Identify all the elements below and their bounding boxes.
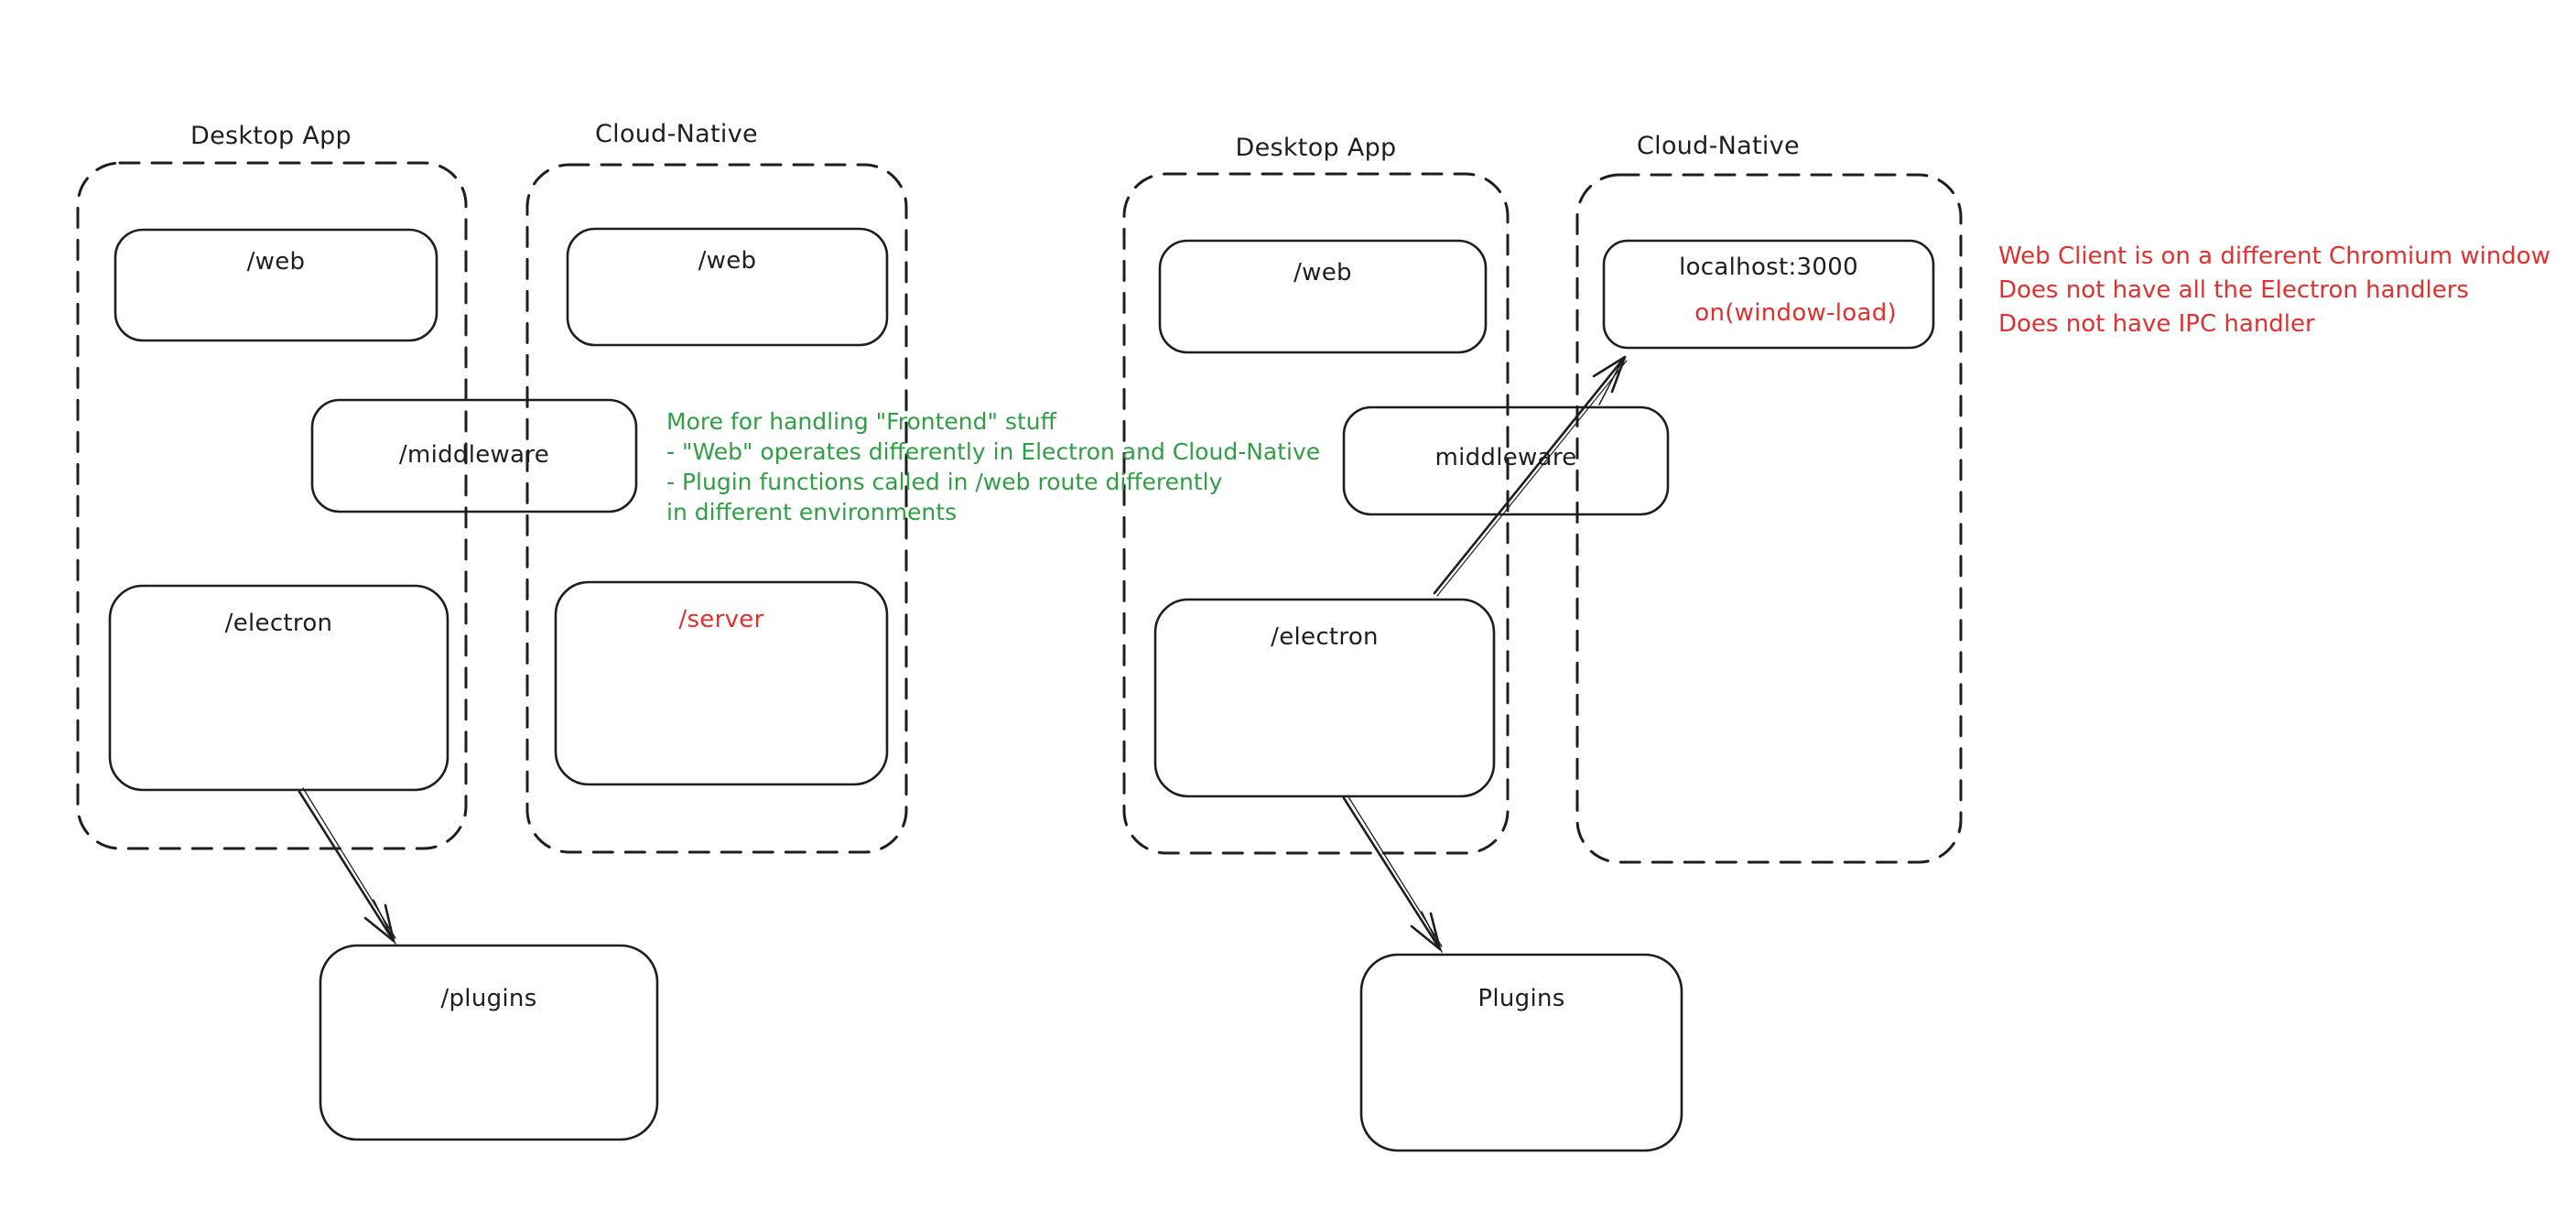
left-cloud-native-container xyxy=(525,163,908,854)
right-web-desktop-box xyxy=(1158,239,1488,354)
red-note-line-3: Does not have IPC handler xyxy=(1998,310,2315,338)
right-localhost-box xyxy=(1602,239,1935,350)
left-server-box xyxy=(554,580,889,786)
left-plugins-box xyxy=(319,944,659,1141)
right-middleware-label: middleware xyxy=(1434,444,1577,471)
left-desktop-app-label: Desktop App xyxy=(190,122,352,150)
left-web-cloud-box xyxy=(566,227,889,347)
green-note-line-4: in different environments xyxy=(666,499,958,525)
left-cloud-native-label: Cloud-Native xyxy=(595,120,758,148)
right-middleware-box xyxy=(1342,405,1670,516)
left-web-desktop-box xyxy=(114,228,438,342)
green-note-line-3: - Plugin functions called in /web route … xyxy=(666,469,1223,495)
green-note: More for handling "Frontend" stuff - "We… xyxy=(666,406,1320,527)
left-web-desktop-label: /web xyxy=(246,248,306,276)
left-middleware-label: /middleware xyxy=(398,441,550,469)
right-desktop-app-label: Desktop App xyxy=(1235,134,1397,162)
right-plugins-label: Plugins xyxy=(1477,985,1565,1012)
arrow-electron-to-plugins-right xyxy=(1342,794,1443,953)
arrow-electron-to-localhost xyxy=(1433,355,1628,597)
right-electron-label: /electron xyxy=(1271,623,1379,651)
right-on-window-load-label: on(window-load) xyxy=(1694,299,1897,327)
right-electron-box xyxy=(1153,598,1496,798)
right-plugins-box xyxy=(1359,953,1683,1152)
left-web-cloud-label: /web xyxy=(698,247,757,275)
right-localhost-label: localhost:3000 xyxy=(1679,254,1858,281)
right-cloud-native-label: Cloud-Native xyxy=(1637,132,1800,160)
right-web-desktop-label: /web xyxy=(1293,259,1352,286)
red-note-line-2: Does not have all the Electron handlers xyxy=(1998,276,2469,304)
left-electron-box xyxy=(108,584,449,792)
green-note-line-2: - "Web" operates differently in Electron… xyxy=(666,438,1321,465)
right-cloud-native-container xyxy=(1575,173,1963,864)
left-electron-label: /electron xyxy=(224,610,333,637)
left-middleware-box xyxy=(310,398,638,513)
left-server-label: /server xyxy=(678,606,764,633)
red-note: Web Client is on a different Chromium wi… xyxy=(1998,240,2550,341)
green-note-line-1: More for handling "Frontend" stuff xyxy=(666,408,1056,435)
arrow-electron-to-plugins-left xyxy=(298,787,396,945)
left-plugins-label: /plugins xyxy=(440,985,537,1012)
red-note-line-1: Web Client is on a different Chromium wi… xyxy=(1998,243,2550,270)
left-desktop-app-container xyxy=(76,161,468,850)
